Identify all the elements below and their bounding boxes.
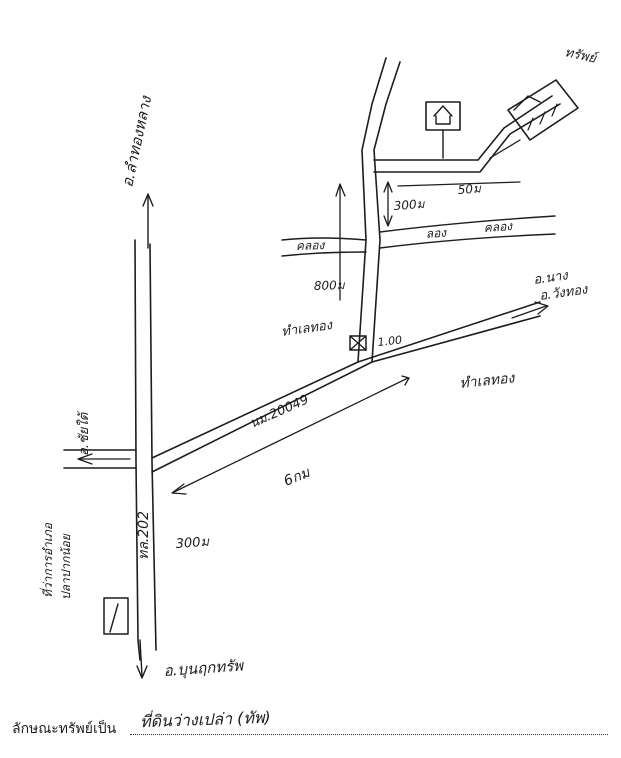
branch-road-left-edge (357, 57, 387, 363)
east-arrow-shaft (511, 305, 547, 319)
canal-left-bottom (281, 251, 367, 257)
footer-value: ที่ดินว่างเปล่า (ทัพ) (139, 707, 271, 732)
rural-road-bottom-edge (151, 315, 541, 473)
landmark-box (103, 597, 129, 635)
east-dest-label-1: อ.นาง (532, 268, 570, 288)
north-arrow-icon (142, 193, 154, 207)
property-hatch (527, 103, 558, 131)
property-plot (507, 79, 579, 141)
south-arrow-icon (136, 665, 148, 679)
south-dest-label: อ.บุนฤกทรัพ (163, 656, 245, 680)
canal-right-bottom (379, 233, 556, 249)
distance-main-label: 6กม (282, 465, 313, 490)
west-dest-label: อ.ชัยใต้ (76, 410, 92, 456)
upper-road-top-edge (373, 95, 553, 161)
dim-vertical-arrow-top-icon (383, 181, 393, 193)
distance-junction-label: 1.00 (377, 333, 403, 348)
footer: ลักษณะทรัพย์เป็น ที่ดินว่างเปล่า (ทัพ) (12, 708, 612, 742)
canal-right-top (379, 215, 556, 233)
distance-end-icon (401, 375, 410, 386)
property-label: ทรัพย์ (563, 44, 600, 67)
canal-left-label: คลอง (296, 238, 326, 253)
main-road-label: ทล.202 (136, 511, 152, 560)
north-dest-label: อ.ลำทองหลาง (118, 93, 155, 189)
landmark-flag-icon (109, 603, 119, 633)
dim-horizontal (397, 181, 521, 187)
village-label: ทำเลทอง (280, 318, 334, 340)
canal-right-b-label: คลอง (483, 219, 513, 235)
east-arrow-icon (534, 301, 549, 315)
canal-right-a-label: ลอง (425, 226, 447, 241)
west-arrow-icon (77, 453, 93, 465)
main-road-right-edge (149, 243, 157, 651)
distance-line (173, 377, 409, 493)
distance-arrow-icon (171, 483, 187, 495)
property-house-icon (513, 95, 541, 111)
canal-left-top (281, 237, 367, 241)
distance-south-label: 300ม (175, 535, 211, 552)
south-arrow-shaft (139, 639, 143, 677)
branch-road-right-edge (371, 61, 401, 363)
dim-upper-line (489, 139, 521, 159)
village-marker-icon (349, 335, 367, 351)
main-road-left-edge (134, 239, 141, 661)
village-marker-box (349, 335, 367, 351)
east-dest-label-2: อ.วังทอง (538, 282, 590, 304)
footer-dotted-line (130, 734, 608, 735)
upper-road-bottom-edge (373, 103, 561, 173)
village-main-label: ทำเลทอง (459, 370, 516, 392)
landmark-label-2: ปลาปากน้อย (59, 533, 73, 600)
distance-property-label: 300ม (393, 197, 426, 213)
distance-branch-label: 800ม (314, 278, 346, 293)
dim-vertical-arrow-bottom-icon (383, 215, 393, 227)
branch-up-arrow-icon (335, 183, 346, 197)
landmark-label-1: ที่ว่าการอำเภอ (39, 522, 55, 598)
distance-upper-label: 50ม (457, 181, 482, 197)
footer-label: ลักษณะทรัพย์เป็น (12, 720, 117, 736)
house-icon (433, 105, 453, 125)
